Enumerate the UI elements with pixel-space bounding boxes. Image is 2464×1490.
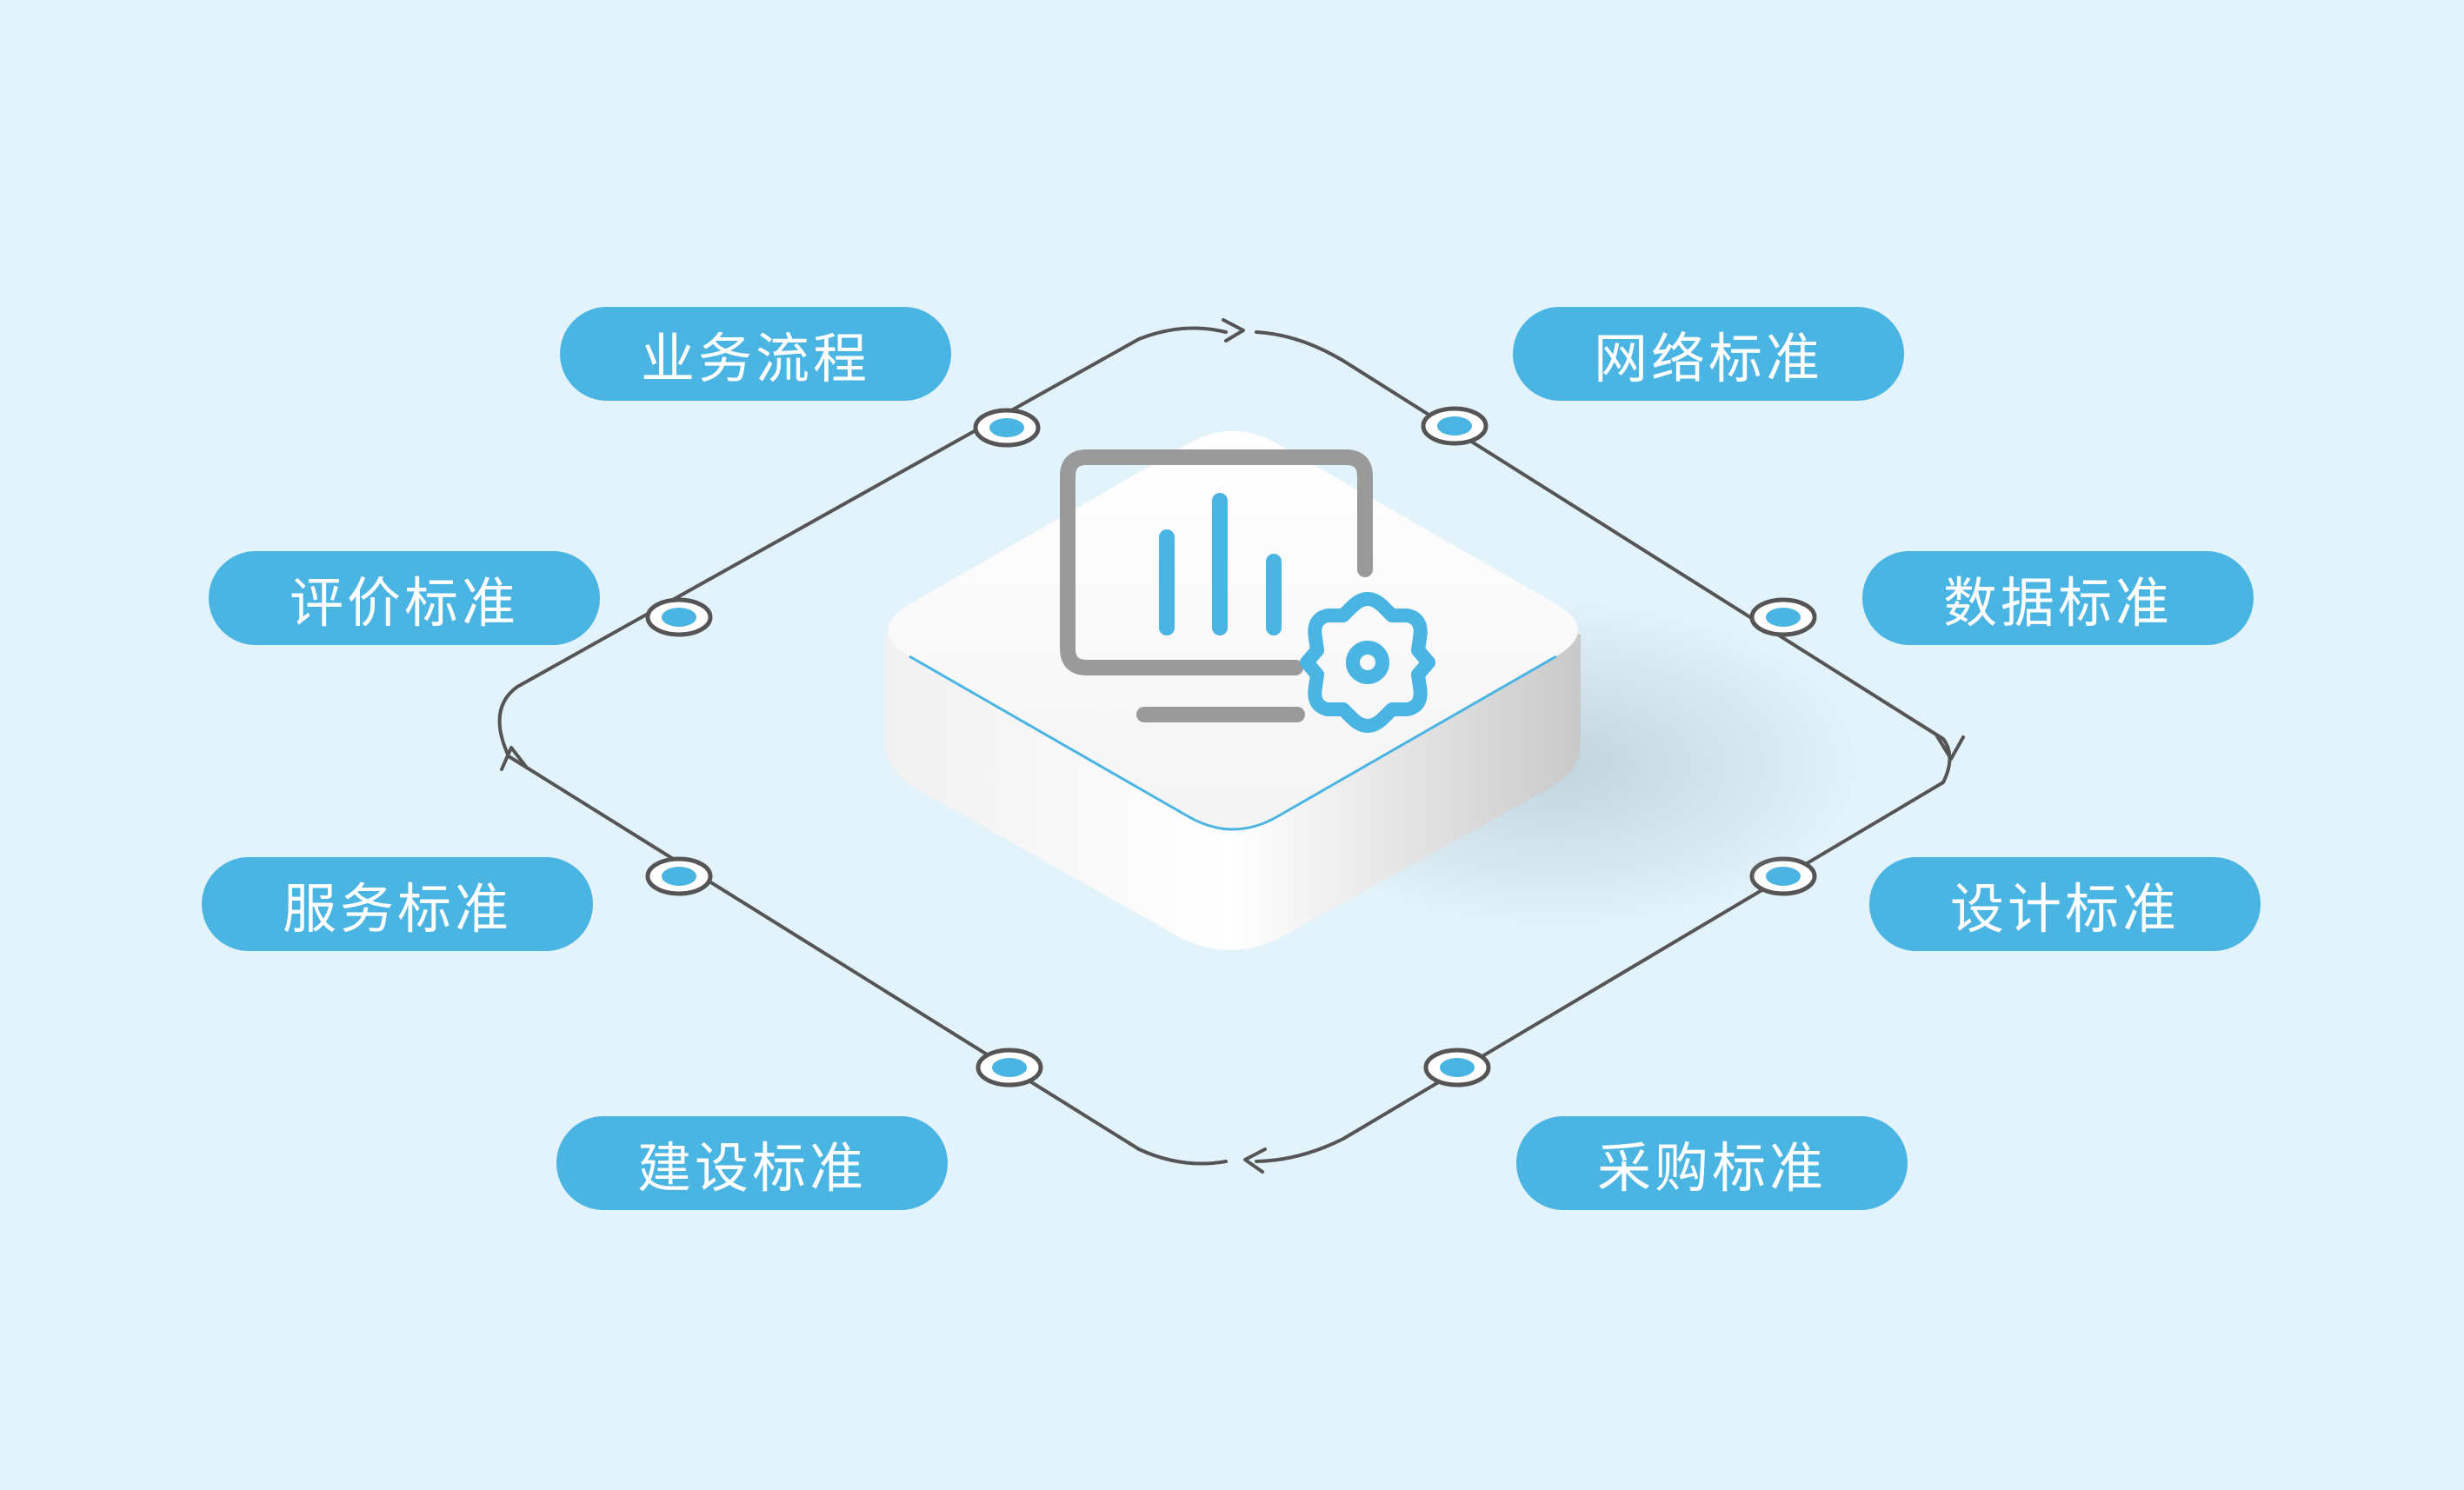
- arrow-heads: [500, 318, 1965, 1174]
- label-construction-standard: 建设标准: [556, 1116, 948, 1210]
- node-upper-left: [645, 597, 713, 637]
- bar-chart: [1159, 493, 1282, 635]
- node-top-left: [973, 408, 1041, 448]
- node-bottom-right: [1423, 1048, 1491, 1088]
- label-business-process: 业务流程: [560, 307, 951, 401]
- platform-accent-edge: [909, 655, 1557, 831]
- node-bottom-left: [976, 1048, 1043, 1088]
- connector-top-left: [497, 326, 1228, 1166]
- arrow-bottom-icon: [1243, 1147, 1267, 1174]
- node-top-right: [1421, 406, 1488, 446]
- node-upper-right: [1749, 597, 1817, 637]
- arrow-left-icon: [500, 746, 528, 771]
- arrow-right-icon: [1935, 735, 1965, 761]
- arrow-top-icon: [1222, 318, 1245, 343]
- center-platform: [885, 431, 1869, 950]
- label-data-standard: 数据标准: [1862, 551, 2254, 645]
- monitor-frame: [1060, 449, 1373, 675]
- gear-icon: [1300, 592, 1435, 733]
- label-procurement-standard: 采购标准: [1516, 1116, 1908, 1210]
- label-network-standard: 网络标准: [1513, 307, 1904, 401]
- monitor-bar-chart-gear-icon: [1060, 449, 1435, 733]
- label-design-standard: 设计标准: [1869, 857, 2261, 951]
- label-service-standard: 服务标准: [202, 857, 593, 951]
- node-lower-left: [645, 856, 713, 896]
- label-evaluation-standard: 评价标准: [209, 551, 600, 645]
